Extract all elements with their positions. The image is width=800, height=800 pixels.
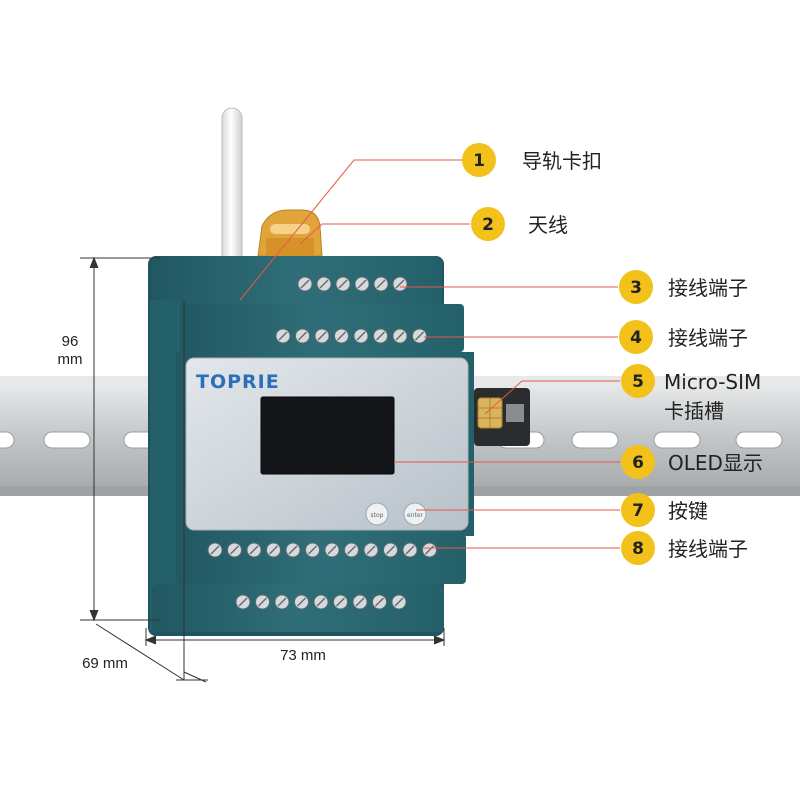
screw-slot [366, 545, 376, 555]
screw-slot [308, 545, 317, 555]
svg-text:卡插槽: 卡插槽 [664, 399, 724, 423]
screw-slot [338, 279, 348, 289]
screw-slot [386, 545, 395, 555]
svg-text:Micro-SIM: Micro-SIM [664, 370, 761, 394]
stop-key-label: stop [371, 512, 384, 519]
svg-text:2: 2 [482, 215, 494, 235]
screw-slot [249, 545, 259, 555]
screw-slot [269, 545, 278, 555]
screw-slot [278, 331, 288, 341]
screw-slot [395, 331, 405, 341]
enter-key[interactable] [403, 502, 427, 526]
terminal-row-upper [275, 328, 427, 344]
screw-slot [317, 331, 327, 341]
rail-slot [735, 431, 783, 449]
height-dim-value: 96 [62, 333, 79, 350]
svg-text:4: 4 [630, 328, 642, 348]
svg-text:3: 3 [630, 278, 642, 298]
svg-text:7: 7 [632, 501, 644, 521]
terminal-row-bottom [235, 594, 407, 610]
terminal-row-lower [207, 542, 437, 558]
callout-8: 8 接线端子 [621, 531, 748, 565]
callout-5: 5 Micro-SIM 卡插槽 [621, 364, 761, 423]
callout-7: 7 按键 [621, 493, 708, 527]
screw-slot [425, 545, 434, 555]
screw-slot [347, 545, 356, 555]
svg-text:6: 6 [632, 453, 644, 473]
screw-slot [288, 545, 298, 555]
width-dim: 73 mm [280, 647, 326, 664]
dimension-lines [80, 256, 446, 683]
oled-display [260, 396, 395, 475]
rail-slot [0, 431, 15, 449]
svg-text:导轨卡扣: 导轨卡扣 [522, 149, 602, 173]
callout-3: 3 接线端子 [619, 270, 748, 304]
rail-slot [653, 431, 701, 449]
screw-slot [230, 545, 239, 555]
svg-text:天线: 天线 [528, 213, 568, 237]
screw-slot [355, 597, 365, 607]
screw-slot [298, 331, 307, 341]
svg-text:接线端子: 接线端子 [668, 326, 748, 350]
svg-text:5: 5 [632, 372, 644, 392]
screw-slot [405, 545, 415, 555]
enter-key-label: enter [407, 512, 424, 519]
screw-slot [356, 331, 366, 341]
screw-slot [376, 331, 385, 341]
rail-slot [571, 431, 619, 449]
callout-4: 4 接线端子 [619, 320, 748, 354]
screw-slot [376, 279, 386, 289]
screw-slot [319, 279, 329, 289]
callout-1: 1 导轨卡扣 [462, 143, 602, 177]
callout-6: 6 OLED显示 [621, 445, 763, 479]
screw-slot [415, 331, 424, 341]
svg-text:1: 1 [473, 151, 485, 171]
screw-slot [277, 597, 287, 607]
screw-slot [395, 279, 405, 289]
screw-slot [336, 597, 345, 607]
screw-slot [394, 597, 404, 607]
svg-text:8: 8 [632, 539, 644, 559]
screw-slot [327, 545, 337, 555]
screw-slot [375, 597, 384, 607]
screw-slot [300, 279, 310, 289]
stop-key[interactable] [365, 502, 389, 526]
svg-text:接线端子: 接线端子 [668, 276, 748, 300]
leader-lines [239, 159, 620, 549]
depth-dim: 69 mm [82, 655, 128, 672]
height-dim-unit: mm [58, 351, 83, 368]
screw-slot [357, 279, 367, 289]
screw-slot [316, 597, 326, 607]
screw-slot [258, 597, 267, 607]
screw-slot [337, 331, 346, 341]
svg-text:OLED显示: OLED显示 [668, 451, 763, 475]
front-panel: TOPRIE stop enter [185, 357, 469, 531]
rail-slot [43, 431, 91, 449]
screw-slot [238, 597, 248, 607]
micro-sim-card [474, 388, 530, 446]
callout-2: 2 天线 [471, 207, 568, 241]
svg-text:按键: 按键 [668, 499, 708, 523]
svg-text:接线端子: 接线端子 [668, 537, 748, 561]
terminal-row-top [297, 276, 408, 292]
screw-slot [297, 597, 306, 607]
brand-logo: TOPRIE [196, 371, 280, 393]
screw-slot [210, 545, 220, 555]
